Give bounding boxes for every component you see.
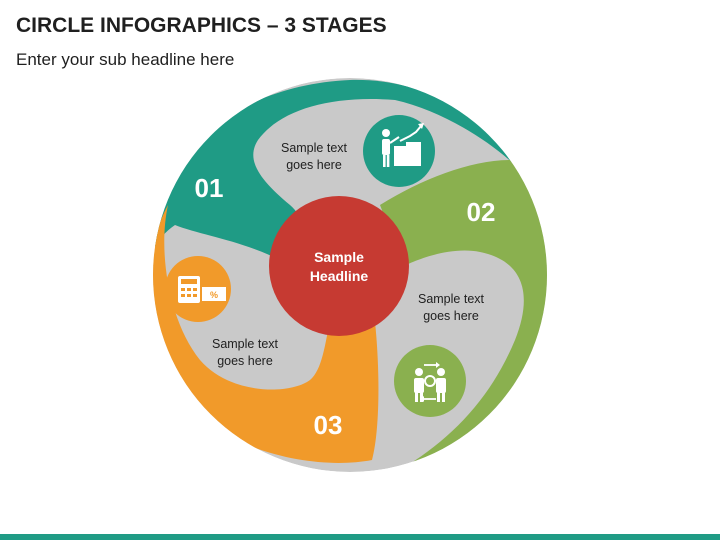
stage-01-text-line2: goes here (286, 158, 342, 172)
stage-03-band (153, 205, 379, 463)
svg-text:$: $ (398, 153, 403, 162)
team-exchange-icon (394, 345, 466, 417)
stage-03-text-line2: goes here (217, 354, 273, 368)
stage-02-number: 02 (467, 197, 496, 227)
calculator-percent-icon: % (165, 256, 231, 322)
center-hub (269, 196, 409, 336)
bottom-accent-bar (0, 534, 720, 540)
center-headline-line1: Sample (314, 249, 364, 265)
page-title: CIRCLE INFOGRAPHICS – 3 STAGES (16, 14, 387, 37)
presentation-chart-icon: $ (363, 115, 435, 187)
stage-01-band (153, 79, 520, 260)
stage-03-text-line1: Sample text (212, 337, 279, 351)
stage-03-number: 03 (314, 410, 343, 440)
stage-02-text-line2: goes here (423, 309, 479, 323)
stage-01-number: 01 (195, 173, 224, 203)
stage-01-text-line1: Sample text (281, 141, 348, 155)
svg-text:%: % (210, 290, 218, 300)
center-headline-line2: Headline (310, 268, 369, 284)
stage-02-text-line1: Sample text (418, 292, 485, 306)
page-subtitle: Enter your sub headline here (16, 50, 235, 69)
